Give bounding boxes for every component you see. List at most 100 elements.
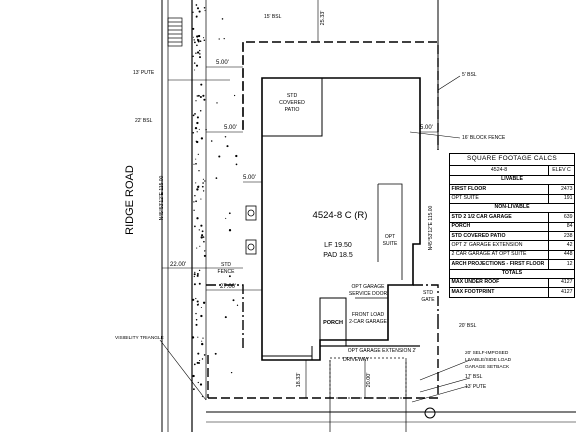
- service-door-line1: OPT GARAGE: [352, 284, 386, 290]
- stipple-dot: [196, 131, 198, 133]
- stipple-dot: [197, 94, 200, 97]
- stipple-dot: [193, 62, 196, 64]
- stipple-dot: [225, 217, 227, 219]
- opt-suite-line2: SUITE: [383, 241, 398, 247]
- row-value: 4127: [548, 277, 575, 289]
- stipple-dot: [210, 140, 213, 142]
- stipple-dot: [193, 163, 195, 165]
- stipple-dot: [197, 40, 200, 43]
- fence-line: [206, 284, 439, 348]
- stipple-dot: [193, 363, 196, 366]
- stipple-dot: [228, 275, 231, 278]
- stipple-dot: [199, 95, 202, 99]
- stipple-dot: [195, 15, 198, 18]
- table-row: ARCH PROJECTIONS - FIRST FLOOR 12: [449, 259, 575, 270]
- row-label: 2 CAR GARAGE AT OPT SUITE: [449, 249, 549, 261]
- stipple-dot: [200, 236, 203, 239]
- dim-25-33: 25.33': [320, 11, 326, 26]
- stipple-dot: [196, 361, 199, 364]
- stipple-dot: [195, 182, 197, 184]
- stipple-dot: [233, 94, 236, 97]
- street-lines: [161, 0, 439, 432]
- row-value: 639: [548, 212, 575, 223]
- stipple-dot: [193, 388, 195, 391]
- stipple-dot: [202, 182, 204, 184]
- row-value: 4127: [548, 287, 575, 298]
- stipple-dot: [200, 224, 203, 227]
- stipple-dot: [192, 27, 195, 30]
- stipple-dot: [201, 340, 203, 342]
- stipple-dot: [203, 37, 205, 39]
- stipple-dot: [236, 304, 239, 306]
- stipple-dot: [202, 337, 204, 339]
- stipple-dot: [198, 362, 200, 364]
- stipple-dot: [235, 163, 238, 166]
- road-name: RIDGE ROAD: [124, 165, 136, 235]
- stipple-dot: [196, 273, 199, 275]
- stipple-dot: [195, 158, 197, 160]
- stipple-dot: [195, 162, 197, 165]
- stipple-dot: [202, 94, 205, 97]
- row-value: 12: [548, 259, 575, 270]
- table-row: MAX UNDER ROOF 4127: [449, 277, 575, 289]
- stipple-dot: [193, 275, 195, 278]
- dim-5-00-right: 5.00': [420, 125, 433, 131]
- row-value: 2473: [548, 184, 575, 195]
- std-gate-line1: STD: [423, 290, 433, 296]
- square-footage-table: SQUARE FOOTAGE CALCS 4524-8 ELEV C LIVAB…: [449, 152, 575, 298]
- stipple-dot: [201, 396, 203, 398]
- stipple-dot: [193, 201, 195, 203]
- window-icons: [245, 205, 257, 255]
- stipple-dot: [194, 126, 198, 130]
- stipple-dot: [199, 56, 201, 59]
- stipple-dot: [194, 194, 196, 197]
- stipple-dot: [203, 254, 206, 257]
- setback-note1: 20' SELF-IMPOSED: [465, 350, 509, 356]
- stipple-dot: [196, 247, 198, 249]
- table-row: OPT 2' GARAGE EXTENSION 42: [449, 240, 575, 251]
- garage-extension-label: OPT GARAGE EXTENSION 2': [348, 348, 416, 354]
- table-row: FIRST FLOOR 2473: [449, 184, 575, 195]
- stipple-dot: [218, 38, 220, 40]
- patio-line2: COVERED: [279, 100, 305, 106]
- stipple-dot: [197, 38, 199, 41]
- stipple-dot: [197, 352, 200, 355]
- stipple-dot: [195, 323, 198, 326]
- dim-bsl-22: 22' BSL: [135, 118, 153, 124]
- stipple-dot: [196, 116, 199, 119]
- plan-labels: 4524-8 C (R) LF 19.50 PAD 18.5 RIDGE ROA…: [115, 11, 512, 390]
- lot-label: 4524-8 C (R): [313, 210, 368, 221]
- stipple-dot: [192, 11, 194, 13]
- stipple-dot: [196, 274, 199, 277]
- dim-5-00-left: 5.00': [224, 125, 237, 131]
- stipple-dot: [198, 35, 201, 37]
- dim-22-00: 22.00': [170, 262, 186, 268]
- row-label: PORCH: [449, 221, 549, 233]
- row-value: 42: [548, 240, 575, 251]
- stipple-dot: [199, 360, 201, 362]
- stipple-dot: [193, 273, 196, 276]
- row-label: MAX UNDER ROOF: [449, 277, 549, 289]
- table-row: OPT SUITE 191: [449, 193, 575, 204]
- stipple-dot: [228, 229, 232, 232]
- row-value: 238: [548, 230, 575, 242]
- stipple-dot: [192, 132, 195, 134]
- dim-bsl-5: 5' BSL: [462, 72, 477, 78]
- stipple-dot: [224, 136, 227, 138]
- table-row: MAX FOOTPRINT 4127: [449, 287, 575, 298]
- row-value: 191: [548, 193, 575, 204]
- stipple-dot: [196, 35, 199, 38]
- porch-label: PORCH: [323, 320, 343, 326]
- side-bearing: N45°53'12"E 115.00: [428, 205, 434, 250]
- stipple-dot: [196, 7, 200, 10]
- row-label: ARCH PROJECTIONS - FIRST FLOOR: [449, 259, 549, 270]
- stipple-dot: [204, 10, 206, 12]
- stipple-dot: [195, 64, 199, 67]
- row-label: MAX FOOTPRINT: [449, 287, 549, 298]
- stipple-dot: [199, 245, 201, 247]
- dim-18-33: 18.33': [296, 373, 302, 388]
- stipple-dot: [199, 383, 203, 386]
- row-label: STD 2 1/2 CAR GARAGE: [449, 212, 549, 223]
- stipple-dot: [202, 301, 206, 304]
- stipple-dot: [193, 41, 196, 44]
